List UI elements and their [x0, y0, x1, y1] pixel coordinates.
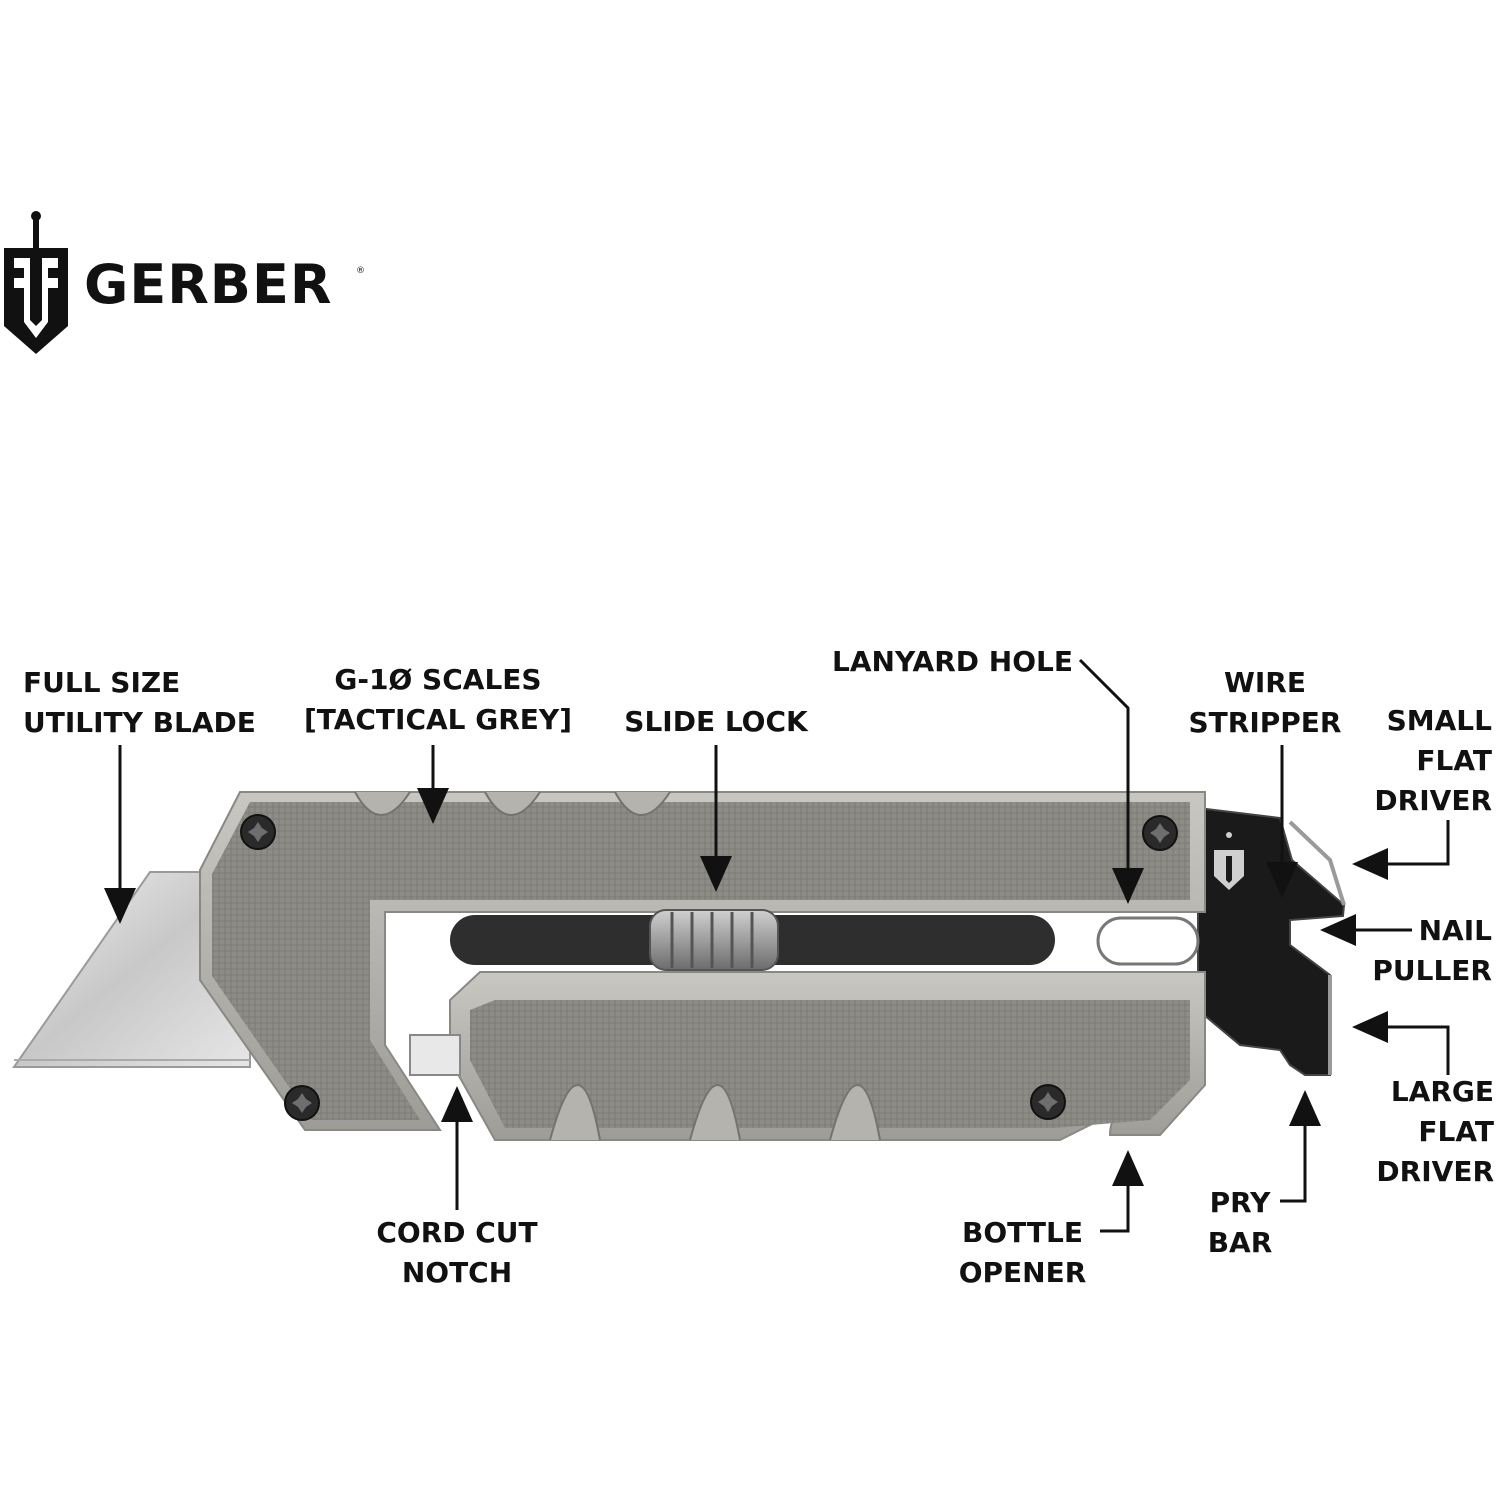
- callout-small-flat-driver: SMALL FLAT DRIVER: [1374, 701, 1492, 821]
- slide-lock-button: [649, 909, 779, 971]
- leader-line: [1280, 1125, 1307, 1203]
- arrowhead-icon: [1266, 862, 1298, 898]
- callout-pry-bar: PRY BAR: [1195, 1183, 1285, 1263]
- arrowhead-icon: [441, 1086, 473, 1122]
- arrowhead-icon: [1352, 1011, 1388, 1043]
- leader-line: [1100, 1185, 1130, 1233]
- leader-line: [1380, 1025, 1450, 1075]
- callout-lanyard-hole: LANYARD HOLE: [832, 642, 1073, 682]
- callout-line: BAR: [1207, 1226, 1273, 1259]
- callout-line: OPENER: [958, 1256, 1087, 1289]
- registered-mark: ®: [356, 266, 365, 276]
- callout-large-flat-driver: LARGE FLAT DRIVER: [1376, 1072, 1494, 1192]
- callout-full-size-utility-blade: FULL SIZE UTILITY BLADE: [23, 663, 256, 743]
- torx-screw-icon: [1142, 815, 1178, 851]
- gerber-logo-icon: [4, 211, 68, 354]
- callout-line: WIRE: [1224, 666, 1306, 699]
- callout-line: NAIL: [1418, 914, 1492, 947]
- callout-line: PRY: [1209, 1186, 1271, 1219]
- leader-line: [1078, 658, 1130, 870]
- callout-line: FLAT: [1418, 1115, 1494, 1148]
- callout-line: UTILITY BLADE: [23, 706, 256, 739]
- lower-frame: [449, 971, 1206, 1141]
- arrowhead-icon: [1112, 1150, 1144, 1186]
- callout-line: DRIVER: [1374, 784, 1492, 817]
- callout-line: BOTTLE: [962, 1216, 1083, 1249]
- callout-line: CORD CUT: [376, 1216, 538, 1249]
- arrowhead-icon: [1112, 868, 1144, 904]
- arrowhead-icon: [104, 888, 136, 924]
- arrowhead-icon: [1289, 1090, 1321, 1126]
- callout-line: [TACTICAL GREY]: [303, 703, 572, 736]
- callout-g10-scales: G-1Ø SCALES [TACTICAL GREY]: [303, 660, 573, 740]
- gerber-mark-icon: [1214, 832, 1244, 890]
- upper-frame: [199, 791, 1206, 1131]
- callout-line: LARGE: [1390, 1075, 1494, 1108]
- callout-line: G-1Ø SCALES: [334, 663, 542, 696]
- callout-wire-stripper: WIRE STRIPPER: [1180, 663, 1350, 743]
- driver-tool-end: [1197, 806, 1346, 1076]
- callout-line: SLIDE LOCK: [624, 705, 808, 738]
- leader-line: [1380, 820, 1450, 866]
- cord-cut-notch: [409, 1034, 461, 1076]
- callout-line: NOTCH: [401, 1256, 513, 1289]
- callout-line: DRIVER: [1376, 1155, 1494, 1188]
- callout-line: SMALL: [1386, 704, 1492, 737]
- callout-nail-puller: NAIL PULLER: [1372, 911, 1492, 991]
- lanyard-hole: [1096, 916, 1200, 966]
- callout-bottle-opener: BOTTLE OPENER: [950, 1213, 1095, 1293]
- callout-line: LANYARD HOLE: [832, 645, 1073, 678]
- callout-line: FLAT: [1416, 744, 1492, 777]
- torx-screw-icon: [1030, 1084, 1066, 1120]
- torx-screw-icon: [240, 814, 276, 850]
- callout-cord-cut-notch: CORD CUT NOTCH: [362, 1213, 552, 1293]
- callout-line: FULL SIZE: [23, 666, 181, 699]
- arrowhead-icon: [1320, 914, 1356, 946]
- torx-screw-icon: [284, 1085, 320, 1121]
- brand-wordmark: GERBER: [84, 253, 333, 316]
- callout-line: PULLER: [1372, 954, 1492, 987]
- callout-slide-lock: SLIDE LOCK: [616, 702, 816, 742]
- arrowhead-icon: [1352, 848, 1388, 880]
- callout-line: STRIPPER: [1188, 706, 1342, 739]
- arrowhead-icon: [700, 856, 732, 892]
- arrowhead-icon: [417, 788, 449, 824]
